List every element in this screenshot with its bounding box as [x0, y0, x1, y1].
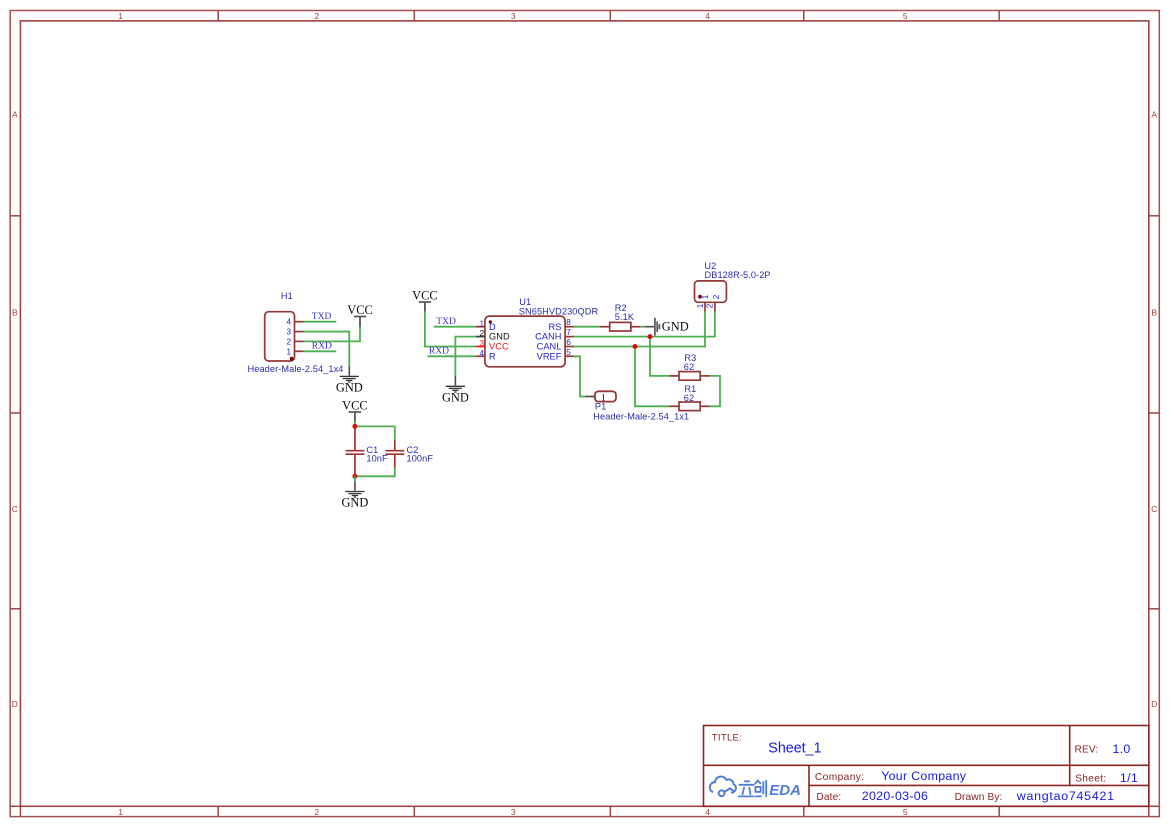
- svg-text:RXD: RXD: [312, 342, 332, 352]
- svg-text:4: 4: [286, 318, 291, 327]
- svg-text:CANL: CANL: [537, 342, 562, 352]
- svg-text:3: 3: [479, 339, 484, 348]
- svg-text:H1: H1: [281, 291, 293, 301]
- svg-text:8: 8: [566, 318, 571, 327]
- svg-text:C: C: [1151, 504, 1157, 514]
- svg-text:Your Company: Your Company: [881, 769, 967, 783]
- svg-text:VREF: VREF: [537, 351, 562, 361]
- svg-text:RS: RS: [549, 322, 562, 332]
- svg-text:2: 2: [479, 329, 484, 338]
- svg-text:Date:: Date:: [816, 792, 841, 803]
- svg-text:5: 5: [903, 11, 908, 21]
- svg-text:1: 1: [601, 393, 606, 403]
- svg-text:6: 6: [566, 338, 571, 347]
- svg-text:2020-03-06: 2020-03-06: [862, 789, 928, 803]
- svg-text:Header-Male-2.54_1x1: Header-Male-2.54_1x1: [593, 412, 689, 422]
- svg-text:RXD: RXD: [429, 347, 449, 357]
- svg-text:B: B: [1151, 308, 1157, 318]
- svg-text:C: C: [12, 504, 18, 514]
- svg-text:R3: R3: [684, 353, 696, 363]
- svg-text:P1: P1: [595, 401, 606, 411]
- svg-text:R1: R1: [684, 384, 696, 394]
- svg-text:5: 5: [566, 348, 571, 357]
- svg-text:1: 1: [118, 11, 123, 21]
- svg-text:Header-Male-2.54_1x4: Header-Male-2.54_1x4: [248, 364, 344, 374]
- svg-text:C1: C1: [366, 445, 378, 455]
- svg-text:U2: U2: [704, 261, 716, 271]
- svg-text:3: 3: [511, 11, 516, 21]
- svg-text:1: 1: [696, 303, 705, 308]
- svg-text:1/1: 1/1: [1120, 771, 1138, 785]
- svg-text:CANH: CANH: [535, 332, 561, 342]
- svg-text:SN65HVD230QDR: SN65HVD230QDR: [519, 306, 599, 316]
- svg-text:B: B: [12, 308, 18, 318]
- svg-text:GND: GND: [662, 319, 689, 333]
- svg-text:DB128R-5.0-2P: DB128R-5.0-2P: [705, 270, 771, 280]
- svg-text:1: 1: [286, 347, 291, 356]
- svg-text:1: 1: [118, 807, 123, 817]
- svg-text:7: 7: [566, 328, 571, 337]
- svg-text:R: R: [489, 351, 496, 361]
- svg-text:Company:: Company:: [815, 772, 865, 783]
- svg-text:U1: U1: [519, 297, 531, 307]
- svg-text:3: 3: [286, 328, 291, 337]
- svg-text:GND: GND: [489, 332, 510, 342]
- svg-text:1: 1: [479, 319, 484, 328]
- svg-text:Sheet:: Sheet:: [1075, 774, 1106, 785]
- svg-text:D: D: [1151, 699, 1157, 709]
- svg-text:62: 62: [684, 393, 694, 403]
- svg-text:VCC: VCC: [489, 342, 509, 352]
- svg-text:1.0: 1.0: [1113, 742, 1131, 756]
- svg-text:10nF: 10nF: [366, 454, 388, 464]
- svg-text:2: 2: [286, 337, 291, 346]
- svg-text:4: 4: [705, 11, 710, 21]
- svg-text:D: D: [489, 322, 496, 332]
- svg-text:4: 4: [705, 807, 710, 817]
- svg-text:2: 2: [712, 294, 721, 299]
- svg-text:1: 1: [701, 294, 710, 299]
- svg-text:2: 2: [314, 11, 319, 21]
- svg-text:A: A: [12, 110, 18, 120]
- svg-text:100nF: 100nF: [407, 454, 434, 464]
- svg-text:5: 5: [903, 807, 908, 817]
- svg-text:2: 2: [706, 303, 715, 308]
- svg-text:D: D: [12, 699, 18, 709]
- svg-text:Sheet_1: Sheet_1: [768, 741, 821, 757]
- svg-text:wangtao745421: wangtao745421: [1016, 789, 1115, 803]
- svg-text:TXD: TXD: [436, 317, 456, 327]
- svg-text:2: 2: [314, 807, 319, 817]
- svg-text:REV:: REV:: [1075, 745, 1099, 756]
- svg-text:C2: C2: [407, 445, 419, 455]
- svg-text:62: 62: [684, 362, 694, 372]
- svg-text:EDA: EDA: [769, 782, 801, 799]
- svg-text:R2: R2: [615, 303, 627, 313]
- svg-text:Drawn By:: Drawn By:: [955, 792, 1003, 803]
- svg-text:A: A: [1151, 110, 1157, 120]
- svg-text:5.1K: 5.1K: [615, 312, 635, 322]
- svg-text:TITLE:: TITLE:: [712, 732, 742, 743]
- svg-text:3: 3: [511, 807, 516, 817]
- svg-text:TXD: TXD: [312, 312, 332, 322]
- svg-text:4: 4: [479, 349, 484, 358]
